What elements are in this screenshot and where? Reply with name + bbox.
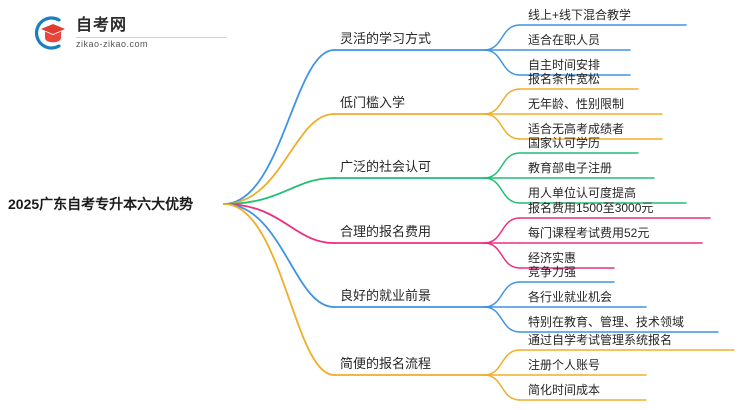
connector-line [483,177,521,204]
leaf-node[interactable]: 教育部电子注册 [528,161,613,175]
connector-line [223,203,335,308]
leaf-node[interactable]: 简化时间成本 [528,383,601,397]
leaf-node[interactable]: 自主时间安排 [528,58,601,72]
connector-line [483,306,521,333]
leaf-node[interactable]: 国家认可学历 [528,136,601,150]
connector-line [483,217,521,244]
leaf-node[interactable]: 各行业就业机会 [528,290,613,304]
logo-mark-icon [30,13,70,53]
connector-line [483,113,521,140]
branch-node[interactable]: 良好的就业前景 [340,288,432,303]
leaf-node[interactable]: 特别在教育、管理、技术领域 [528,315,685,329]
leaf-node[interactable]: 注册个人账号 [528,358,601,372]
leaf-node[interactable]: 每门课程考试费用52元 [528,226,650,240]
connector-line [483,374,521,401]
leaf-node[interactable]: 无年龄、性别限制 [528,97,625,111]
connector-line [223,177,335,205]
graduation-cap-icon [34,16,65,50]
branch-node[interactable]: 低门槛入学 [340,95,406,110]
leaf-node[interactable]: 竞争力强 [528,265,577,279]
leaf-node[interactable]: 报名条件宽松 [528,72,601,86]
connector-line [483,88,521,115]
branch-node[interactable]: 灵活的学习方式 [340,31,432,46]
connector-line [483,349,521,376]
connector-line [223,203,335,244]
connector-line [223,113,335,205]
logo-text-block: 自考网 zikao-zikao.com [76,17,226,50]
connector-line [483,242,521,269]
leaf-node[interactable]: 适合无高考成绩者 [528,122,625,136]
connector-line [483,152,521,179]
connector-line [483,281,521,308]
leaf-node[interactable]: 经济实惠 [528,251,577,265]
logo-url: zikao-zikao.com [76,38,149,49]
site-logo: 自考网 zikao-zikao.com [30,10,230,56]
branch-node[interactable]: 简便的报名流程 [340,356,432,371]
branch-node[interactable]: 合理的报名费用 [340,224,432,239]
connector-line [223,49,335,205]
connector-line [223,203,335,376]
logo-title: 自考网 [76,16,128,34]
leaf-node[interactable]: 报名费用1500至3000元 [528,201,654,215]
root-node[interactable]: 2025广东自考专升本六大优势 [8,196,194,212]
connector-line [483,49,521,76]
leaf-node[interactable]: 用人单位认可度提高 [528,186,637,200]
connector-line [483,24,521,51]
leaf-node[interactable]: 适合在职人员 [528,33,601,47]
leaf-node[interactable]: 线上+线下混合教学 [528,8,632,22]
leaf-node[interactable]: 通过自学考试管理系统报名 [528,333,673,347]
logo-divider [76,36,226,38]
branch-node[interactable]: 广泛的社会认可 [340,159,432,174]
